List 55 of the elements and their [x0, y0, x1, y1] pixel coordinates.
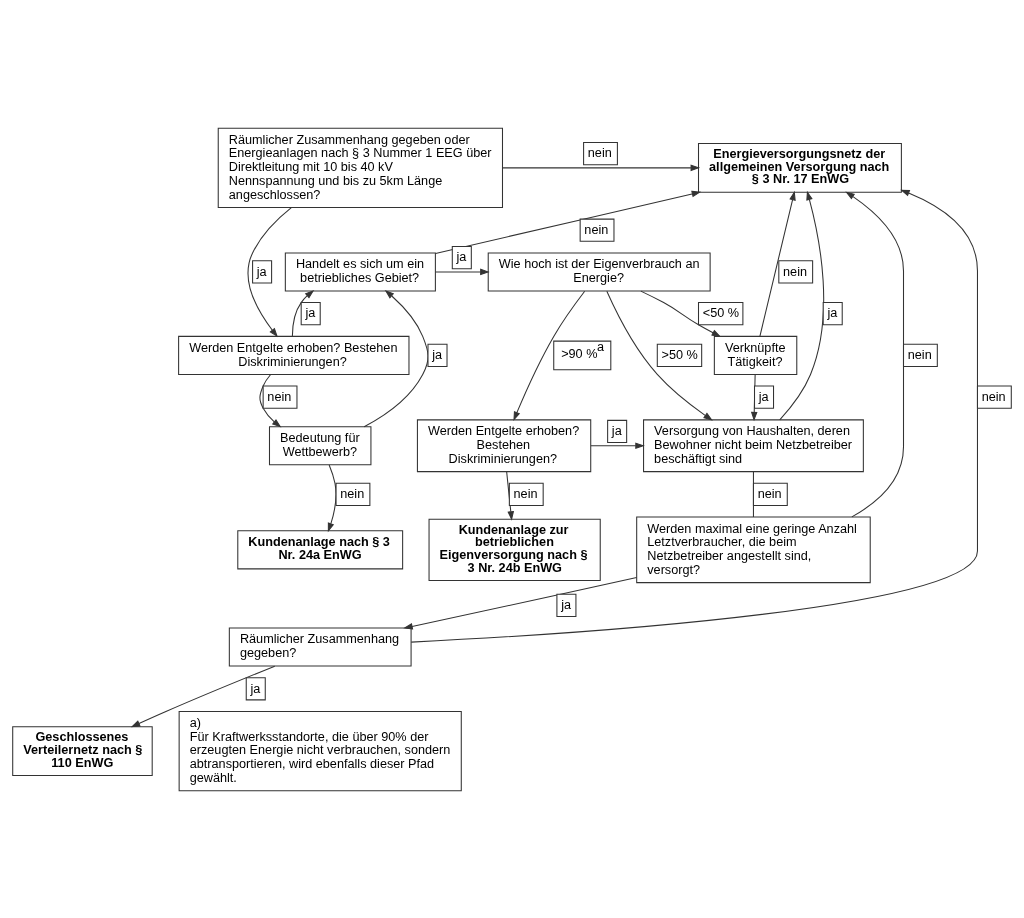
edge-label: nein: [587, 145, 612, 160]
edge-label: nein: [757, 486, 782, 501]
edge-label: ja: [256, 264, 267, 279]
edge-label: nein: [907, 347, 932, 362]
arrow: [845, 190, 905, 517]
edge-label: ja: [561, 597, 572, 612]
edge-label: nein: [513, 486, 538, 501]
node-box: Kundenanlage nach § 3 Nr. 24a EnWG: [237, 529, 404, 569]
edge-label: nein: [981, 389, 1006, 404]
node-box: Wie hoch ist der Eigenverbrauch an Energie?: [487, 251, 711, 291]
node-box: Kundenanlage zur betrieblichen Eigenversorgung nach § 3 Nr. 24b EnWG: [428, 518, 601, 581]
edge-label: ja: [250, 681, 261, 696]
arrow: [513, 290, 586, 421]
arrow: [291, 289, 315, 337]
node-box: Räumlicher Zusammenhang gegeben?: [228, 627, 412, 667]
arrow: [247, 206, 292, 337]
edge-label: nein: [267, 389, 292, 404]
edge-label: nein: [783, 264, 808, 279]
node-box: Werden Entgelte erhoben? Bestehen Diskriminierungen?: [416, 418, 592, 472]
arrow: [435, 268, 490, 275]
edge-label: nein: [584, 222, 609, 237]
edge-label: ja: [827, 305, 838, 320]
arrow: [759, 190, 796, 337]
node-box: Handelt es sich um ein betriebliches Gebiet?: [284, 251, 436, 291]
edge-label: ja: [305, 305, 316, 320]
node-box: Räumlicher Zusammenhang gegeben oder Energieanlagen nach § 3 Nummer 1 EEG über Direktleitung mit 10 bis 40 kV Nennspannung und bis zu 5km Länge angeschlossen?: [217, 127, 503, 208]
node-box: Geschlossenes Verteilernetz nach § 110 EnWG: [12, 725, 153, 776]
arrow: [410, 189, 978, 643]
edge-label: ja: [611, 423, 622, 438]
node-box: Versorgung von Haushalten, deren Bewohner nicht beim Netzbetreiber beschäftigt sind: [643, 418, 864, 472]
node-box: Werden Entgelte erhoben? Bestehen Diskriminierungen?: [178, 335, 410, 375]
arrow: [606, 290, 713, 421]
arrow: [403, 576, 638, 630]
edge-label: >50 %: [661, 347, 698, 362]
arrow: [502, 164, 701, 171]
node-box: Werden maximal eine geringe Anzahl Letztverbraucher, die beim Netzbetreiber angestellt sind, versorgt?: [636, 516, 871, 583]
node-box: Energieversorgungsnetz der allgemeinen Versorgung nach § 3 Nr. 17 EnWG: [698, 142, 902, 193]
arrow: [506, 471, 515, 521]
arrow: [750, 373, 758, 421]
arrow: [435, 190, 702, 254]
arrow: [363, 289, 429, 427]
arrow: [259, 373, 282, 428]
node-box: Bedeutung für Wettbewerb?: [268, 425, 372, 465]
edge-label: nein: [340, 486, 365, 501]
arrow: [327, 463, 337, 532]
arrow: [640, 290, 722, 337]
edge-label: ja: [432, 347, 443, 362]
connector: [752, 471, 754, 517]
edge-label: ja: [456, 249, 467, 264]
arrow: [130, 665, 276, 727]
arrow: [590, 441, 645, 449]
edge-label: ja: [758, 389, 769, 404]
edge-label: <50 %: [702, 305, 740, 320]
node-box: a) Für Kraftwerksstandorte, die über 90% der erzeugten Energie nicht verbrauchen, sondern abtransportieren, wird ebenfalls dieser Pfad gewählt.: [178, 710, 462, 791]
node-box: Verknüpfte Tätigkeit?: [713, 335, 798, 375]
